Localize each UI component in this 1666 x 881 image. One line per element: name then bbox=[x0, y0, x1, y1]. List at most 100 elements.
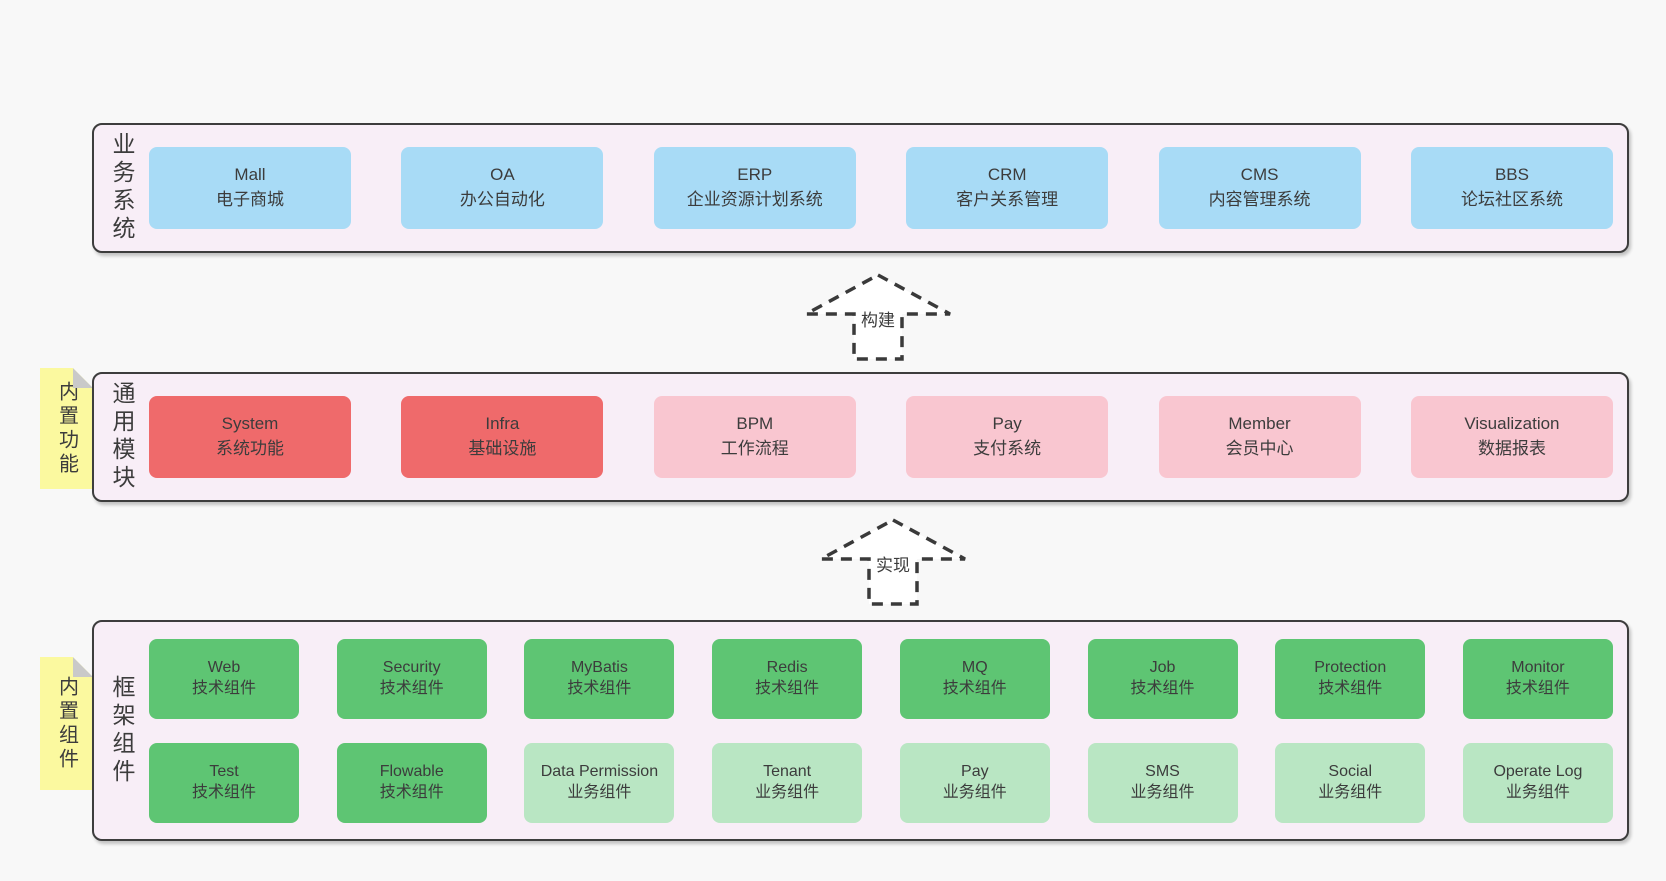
module-name-en: Flowable bbox=[379, 763, 444, 781]
module-name-en: SMS bbox=[1145, 763, 1180, 781]
module-name-zh: 数据报表 bbox=[1477, 439, 1546, 458]
module-name-zh: 系统功能 bbox=[216, 439, 284, 458]
module-name-en: Web bbox=[207, 659, 241, 677]
module-box: Social 业务组件 bbox=[1275, 742, 1426, 823]
module-name-en: BBS bbox=[1494, 165, 1529, 185]
module-name-zh: 技术组件 bbox=[1130, 679, 1195, 697]
module-box: MQ 技术组件 bbox=[899, 638, 1050, 719]
module-name-zh: 技术组件 bbox=[1318, 679, 1383, 697]
module-name-zh: 技术组件 bbox=[379, 783, 444, 801]
module-box: Infra 基础设施 bbox=[401, 396, 604, 478]
module-box: BPM 工作流程 bbox=[653, 396, 856, 478]
module-name-en: Social bbox=[1328, 763, 1372, 781]
module-box: Data Permission 业务组件 bbox=[524, 742, 675, 823]
band-label-framework-components: 框架组件 bbox=[109, 674, 135, 787]
module-box: Tenant 业务组件 bbox=[712, 742, 863, 823]
module-name-zh: 工作流程 bbox=[720, 439, 789, 458]
module-name-zh: 业务组件 bbox=[1318, 783, 1383, 801]
module-box: Security 技术组件 bbox=[336, 638, 487, 719]
module-box: Flowable 技术组件 bbox=[336, 742, 487, 823]
module-name-en: Infra bbox=[485, 414, 520, 434]
module-row: Web 技术组件 Security 技术组件 MyBatis 技术组件 bbox=[149, 638, 1613, 719]
module-box: Operate Log 业务组件 bbox=[1462, 742, 1613, 823]
module-name-zh: 业务组件 bbox=[1505, 783, 1570, 801]
module-name-zh: 会员中心 bbox=[1225, 439, 1294, 458]
module-name-en: Mall bbox=[234, 165, 266, 185]
module-box: Mall 电子商城 bbox=[149, 147, 351, 229]
sticky-note-label: 内置功能 bbox=[55, 380, 78, 477]
module-name-zh: 技术组件 bbox=[942, 679, 1007, 697]
module-name-en: Member bbox=[1228, 414, 1291, 434]
arrow-build-label: 构建 bbox=[858, 305, 898, 332]
module-box: Job 技术组件 bbox=[1087, 638, 1238, 719]
module-name-en: Data Permission bbox=[540, 763, 659, 781]
module-name-en: System bbox=[221, 414, 279, 434]
module-name-zh: 技术组件 bbox=[567, 679, 632, 697]
sticky-note-built-in-components: 内置组件 bbox=[40, 657, 93, 790]
module-name-zh: 客户关系管理 bbox=[956, 190, 1059, 209]
module-box: OA 办公自动化 bbox=[401, 147, 604, 229]
module-name-en: BPM bbox=[736, 414, 774, 434]
module-box: Visualization 数据报表 bbox=[1410, 396, 1613, 478]
band-label-common-modules: 通用模块 bbox=[109, 381, 135, 493]
module-name-zh: 电子商城 bbox=[216, 190, 284, 209]
module-box: Monitor 技术组件 bbox=[1462, 638, 1613, 719]
module-box: SMS 业务组件 bbox=[1087, 742, 1238, 823]
module-name-en: Tenant bbox=[763, 763, 812, 781]
module-row: Test 技术组件 Flowable 技术组件 Data Permission … bbox=[149, 742, 1613, 823]
module-name-en: Security bbox=[382, 659, 441, 677]
band-framework-components: 框架组件 Web 技术组件 Security 技术组件 MyBatis bbox=[92, 620, 1629, 841]
module-name-en: CMS bbox=[1240, 165, 1279, 185]
module-name-en: MQ bbox=[961, 659, 988, 677]
module-name-en: Pay bbox=[992, 414, 1022, 434]
sticky-note-built-in-features: 内置功能 bbox=[40, 368, 93, 489]
module-name-zh: 办公自动化 bbox=[459, 190, 545, 209]
module-box: Pay 支付系统 bbox=[906, 396, 1109, 478]
module-box: CMS 内容管理系统 bbox=[1158, 147, 1361, 229]
module-name-en: Visualization bbox=[1464, 414, 1560, 434]
module-name-zh: 基础设施 bbox=[468, 439, 537, 458]
module-name-zh: 技术组件 bbox=[191, 679, 256, 697]
module-name-en: MyBatis bbox=[570, 659, 628, 677]
band-common-modules: 通用模块 System 系统功能 Infra 基础设施 BPM bbox=[92, 372, 1629, 502]
module-name-zh: 业务组件 bbox=[567, 783, 632, 801]
module-name-en: CRM bbox=[987, 165, 1027, 185]
module-name-en: Job bbox=[1149, 659, 1176, 677]
module-name-zh: 技术组件 bbox=[1505, 679, 1570, 697]
module-box: System 系统功能 bbox=[149, 396, 351, 478]
module-name-en: Test bbox=[209, 763, 239, 781]
module-name-zh: 企业资源计划系统 bbox=[686, 190, 823, 209]
module-name-zh: 技术组件 bbox=[191, 783, 256, 801]
module-box: Test 技术组件 bbox=[149, 742, 299, 823]
band-rows: System 系统功能 Infra 基础设施 BPM 工作流程 Pay bbox=[141, 396, 1627, 478]
module-name-zh: 论坛社区系统 bbox=[1460, 190, 1563, 209]
module-box: CRM 客户关系管理 bbox=[906, 147, 1109, 229]
sticky-note-label: 内置组件 bbox=[55, 675, 78, 772]
module-name-zh: 技术组件 bbox=[755, 679, 820, 697]
band-business-systems: 业务系统 Mall 电子商城 OA 办公自动化 ERP bbox=[92, 123, 1629, 253]
module-name-en: Redis bbox=[766, 659, 808, 677]
module-box: ERP 企业资源计划系统 bbox=[653, 147, 856, 229]
arrow-implement: 实现 bbox=[818, 517, 968, 607]
module-box: BBS 论坛社区系统 bbox=[1410, 147, 1613, 229]
module-name-zh: 业务组件 bbox=[942, 783, 1007, 801]
band-rows: Mall 电子商城 OA 办公自动化 ERP 企业资源计划系统 CRM bbox=[141, 147, 1627, 229]
module-box: Web 技术组件 bbox=[149, 638, 299, 719]
arrow-implement-label: 实现 bbox=[873, 550, 913, 577]
module-box: Member 会员中心 bbox=[1158, 396, 1361, 478]
module-name-en: ERP bbox=[737, 165, 773, 185]
module-name-en: Operate Log bbox=[1493, 763, 1583, 781]
module-name-zh: 支付系统 bbox=[973, 439, 1042, 458]
module-name-zh: 业务组件 bbox=[1130, 783, 1195, 801]
module-row: Mall 电子商城 OA 办公自动化 ERP 企业资源计划系统 CRM bbox=[149, 147, 1613, 229]
module-row: System 系统功能 Infra 基础设施 BPM 工作流程 Pay bbox=[149, 396, 1613, 478]
band-label-business-systems: 业务系统 bbox=[109, 132, 135, 244]
arrow-build: 构建 bbox=[803, 272, 953, 362]
module-name-en: Protection bbox=[1314, 659, 1387, 677]
module-name-en: Pay bbox=[961, 763, 989, 781]
module-name-zh: 技术组件 bbox=[379, 679, 444, 697]
module-name-zh: 业务组件 bbox=[755, 783, 820, 801]
band-rows: Web 技术组件 Security 技术组件 MyBatis 技术组件 bbox=[141, 638, 1627, 823]
module-box: Pay 业务组件 bbox=[899, 742, 1050, 823]
